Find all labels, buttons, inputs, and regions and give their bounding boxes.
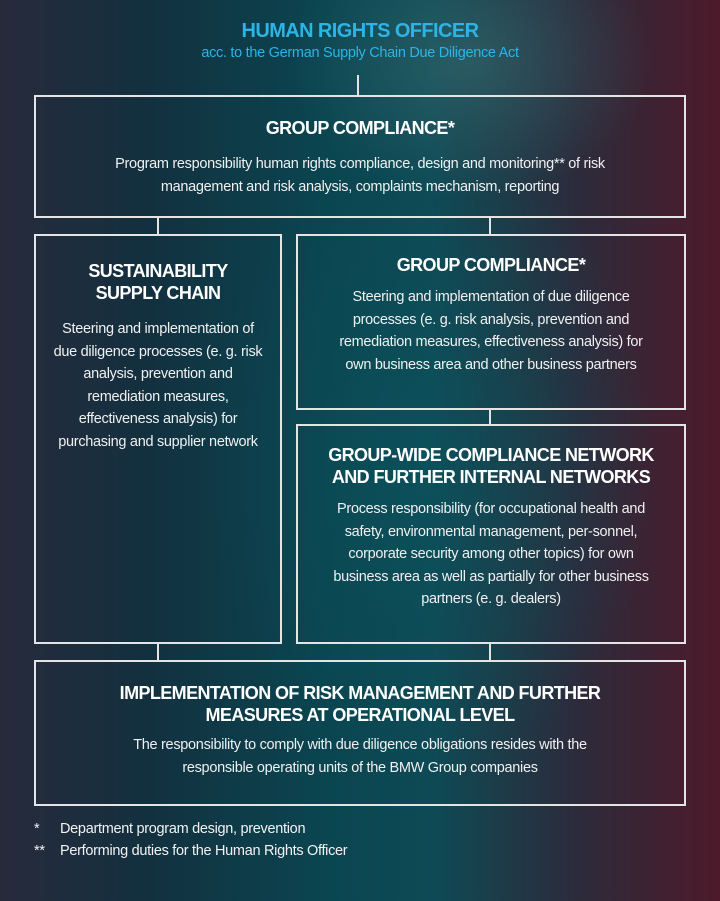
- box-title: GROUP COMPLIANCE*: [265, 118, 455, 138]
- box-title: SUSTAINABILITY SUPPLY CHAIN: [88, 261, 228, 303]
- implementation-box: IMPLEMENTATION OF RISK MANAGEMENT AND FU…: [34, 660, 686, 806]
- footnote-text: Performing duties for the Human Rights O…: [60, 843, 348, 859]
- footnote-mark: *: [34, 821, 40, 837]
- connector-line: [157, 642, 159, 661]
- connector-line: [489, 408, 491, 425]
- human-rights-officer-header: HUMAN RIGHTS OFFICER acc. to the German …: [0, 20, 720, 61]
- sustainability-supply-chain-box: SUSTAINABILITY SUPPLY CHAIN Steering and…: [34, 234, 282, 644]
- connector-line: [157, 216, 159, 235]
- box-text: Program responsibility human rights comp…: [115, 156, 605, 195]
- connector-line: [489, 642, 491, 661]
- footnote: ** Performing duties for the Human Rights…: [34, 843, 348, 859]
- box-title: IMPLEMENTATION OF RISK MANAGEMENT AND FU…: [119, 683, 601, 725]
- box-title: GROUP-WIDE COMPLIANCE NETWORK AND FURTHE…: [328, 445, 654, 487]
- box-text: Steering and implementation of due dilig…: [53, 321, 263, 450]
- box-text: The responsibility to comply with due di…: [133, 737, 587, 776]
- group-compliance-right-box: GROUP COMPLIANCE* Steering and implement…: [296, 234, 686, 410]
- header-title: HUMAN RIGHTS OFFICER: [241, 20, 479, 42]
- box-title: GROUP COMPLIANCE*: [396, 255, 586, 275]
- compliance-network-box: GROUP-WIDE COMPLIANCE NETWORK AND FURTHE…: [296, 424, 686, 644]
- group-compliance-top-box: GROUP COMPLIANCE* Program responsibility…: [34, 95, 686, 218]
- footnote-mark: **: [34, 843, 45, 859]
- footnote: * Department program design, prevention: [34, 821, 306, 837]
- footnote-text: Department program design, prevention: [60, 821, 306, 837]
- box-text: Steering and implementation of due dilig…: [339, 289, 643, 373]
- box-text: Process responsibility (for occupational…: [333, 501, 649, 607]
- connector-line: [357, 75, 359, 96]
- connector-line: [489, 216, 491, 235]
- header-subtitle: acc. to the German Supply Chain Due Dili…: [201, 45, 519, 61]
